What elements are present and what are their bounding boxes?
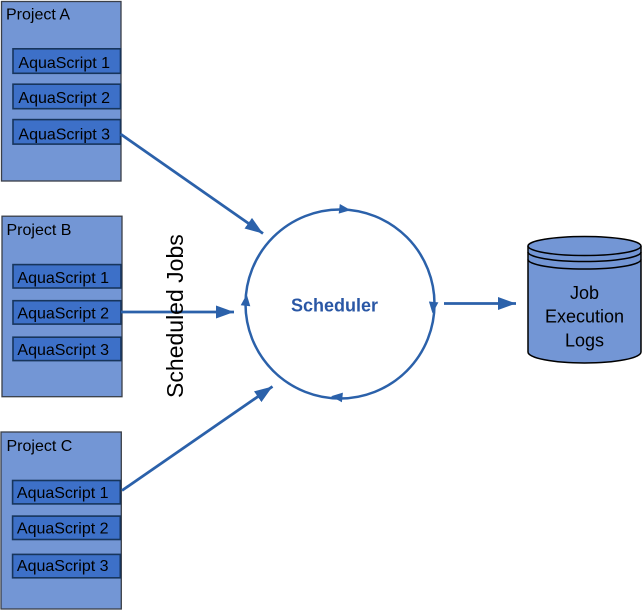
svg-text:AquaScript 3: AquaScript 3 bbox=[17, 558, 109, 575]
svg-text:AquaScript 3: AquaScript 3 bbox=[18, 127, 110, 144]
svg-text:Project B: Project B bbox=[7, 222, 72, 239]
svg-text:AquaScript 3: AquaScript 3 bbox=[17, 342, 109, 359]
svg-text:AquaScript 2: AquaScript 2 bbox=[17, 520, 109, 537]
svg-text:Project C: Project C bbox=[7, 438, 73, 455]
svg-text:Scheduled Jobs: Scheduled Jobs bbox=[162, 234, 188, 398]
svg-text:AquaScript 1: AquaScript 1 bbox=[17, 270, 109, 287]
svg-text:AquaScript 2: AquaScript 2 bbox=[18, 90, 110, 107]
svg-text:AquaScript 1: AquaScript 1 bbox=[18, 55, 110, 72]
svg-text:AquaScript 2: AquaScript 2 bbox=[17, 306, 109, 323]
svg-text:Logs: Logs bbox=[565, 330, 604, 350]
svg-text:Project A: Project A bbox=[6, 7, 70, 24]
svg-text:Job: Job bbox=[570, 283, 599, 303]
svg-text:AquaScript 1: AquaScript 1 bbox=[17, 485, 109, 502]
svg-text:Scheduler: Scheduler bbox=[291, 296, 378, 316]
svg-text:Execution: Execution bbox=[545, 307, 624, 327]
